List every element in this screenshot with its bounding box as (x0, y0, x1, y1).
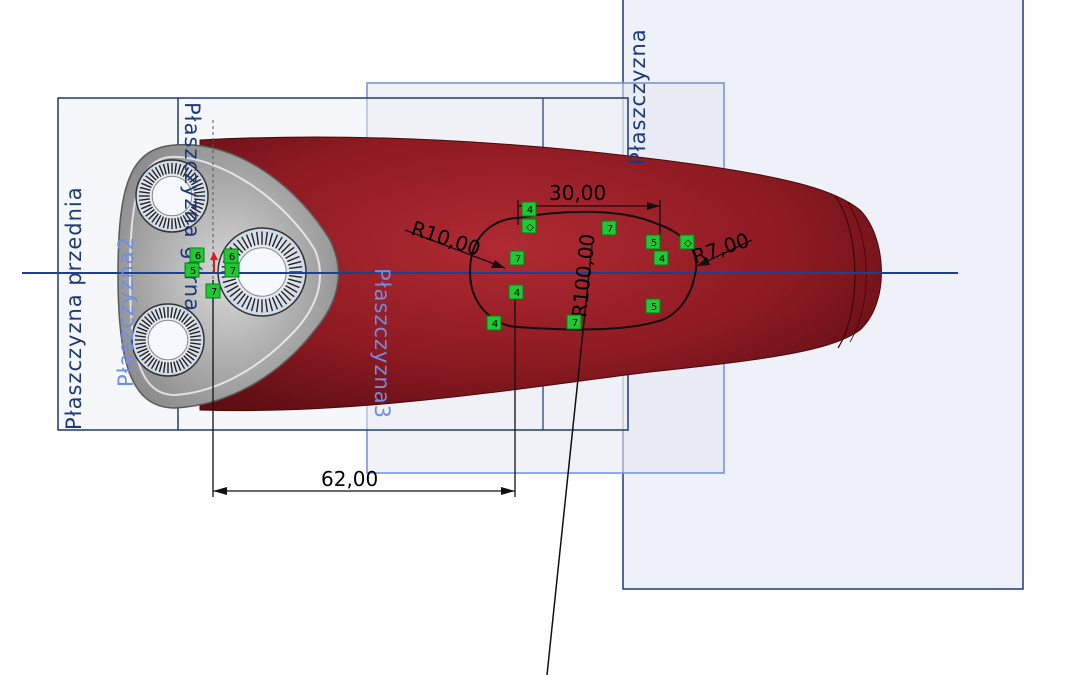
relation-badge-label: 4 (527, 205, 533, 216)
dimension-r10[interactable] (404, 229, 506, 269)
relation-badge-label: 7 (607, 224, 613, 235)
relation-badge-label: 7 (572, 318, 578, 329)
sketch-relation-badge[interactable]: 6 (223, 248, 239, 264)
dimension-30-label[interactable]: 30,00 (549, 181, 606, 205)
shaving-head-disc (135, 159, 209, 233)
dimension-62[interactable] (212, 280, 516, 497)
relation-badge-label: ◇ (684, 238, 692, 249)
relation-badge-label: 4 (659, 254, 665, 265)
leader-line (546, 244, 593, 675)
sketch-relation-badge[interactable]: 4 (521, 201, 537, 217)
sketch-relation-badge[interactable]: 7 (566, 314, 582, 330)
sketch-relation-badge[interactable]: 6 (189, 247, 205, 263)
relation-badge-label: ◇ (526, 222, 534, 233)
dimension-r7[interactable] (696, 239, 753, 267)
sketch-relation-badge[interactable]: 4 (508, 284, 524, 300)
sketch-relation-badge[interactable]: 7 (224, 262, 240, 278)
sketch-relation-badge[interactable]: 5 (645, 298, 661, 314)
shaver-head[interactable] (117, 143, 340, 409)
sketch-relation-badge[interactable]: ◇ (521, 218, 537, 234)
dimension-62-label[interactable]: 62,00 (321, 467, 378, 491)
sketch-relation-badge[interactable]: 7 (509, 250, 525, 266)
plane2-label: Płaszczyzna2 (114, 236, 138, 387)
plane-top-label: Płaszczyzna górna (180, 102, 204, 312)
relation-badge-label: 4 (492, 319, 498, 330)
plane-right-label: Płaszczyzna (626, 28, 650, 165)
plane3-label: Płaszczyzna3 (370, 268, 394, 419)
relation-badge-label: 6 (229, 252, 235, 263)
relation-badge-label: 6 (195, 251, 201, 262)
relation-badge-label: 5 (651, 302, 657, 313)
relation-badge-label: 4 (514, 288, 520, 299)
sketch-relation-badge[interactable]: 7 (601, 220, 617, 236)
sketch-relation-badge[interactable]: 4 (486, 315, 502, 331)
sketch-relation-badge[interactable]: 7 (205, 283, 221, 299)
sketch-relation-badge[interactable]: 5 (184, 262, 200, 278)
relation-badge-label: 7 (230, 266, 236, 277)
sketch-relation-badge[interactable]: 5 (645, 234, 661, 250)
relation-badge-label: 5 (651, 238, 657, 249)
sketch-relation-badge[interactable]: ◇ (679, 234, 695, 250)
sketch-relation-badge[interactable]: 4 (653, 250, 669, 266)
plane-front-label: Płaszczyzna przednia (62, 186, 86, 430)
relation-badge-label: 5 (190, 266, 196, 277)
origin-marker (210, 252, 218, 272)
shaving-head-disc (131, 303, 205, 377)
relation-badge-label: 7 (515, 254, 521, 265)
relation-badge-label: 7 (211, 287, 217, 298)
